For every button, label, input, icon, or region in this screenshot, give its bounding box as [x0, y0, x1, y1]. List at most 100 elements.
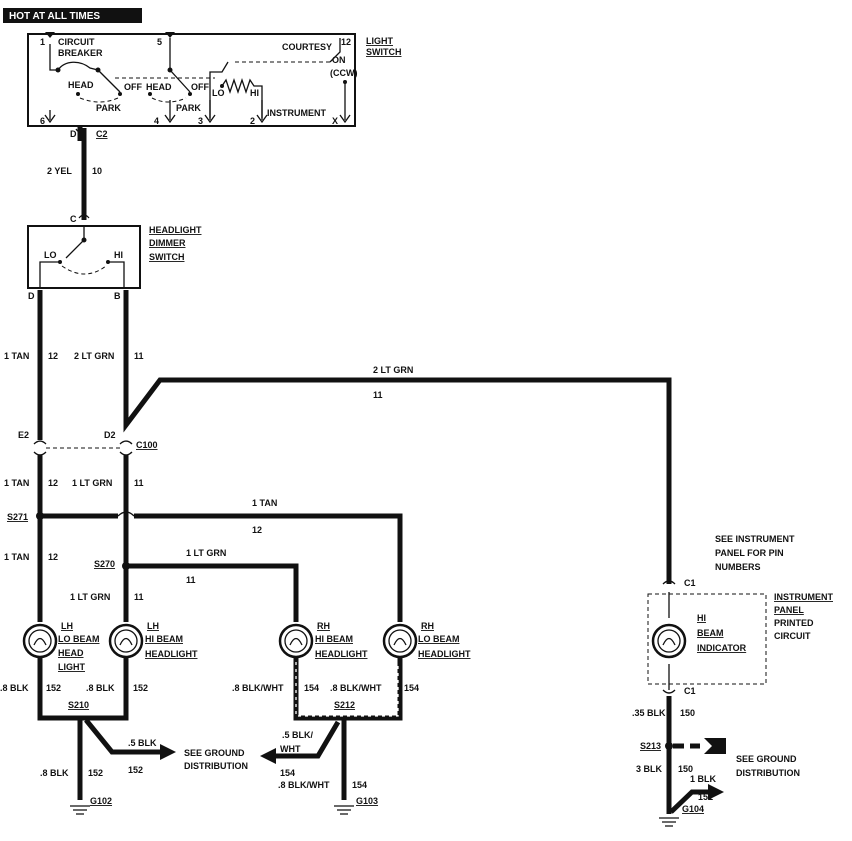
c100-e2: E2 — [18, 430, 29, 440]
ls-hi: HI — [250, 88, 259, 98]
ip-ind-1: HI — [697, 613, 706, 623]
ip-see-2: DISTRIBUTION — [736, 768, 800, 778]
lamp-rh-lo-3: HEADLIGHT — [418, 649, 471, 659]
ip-conn-bottom-arc — [662, 689, 676, 694]
ls-conn-d: D — [70, 129, 77, 139]
dimmer-hi-wire — [108, 261, 125, 288]
hot-label: HOT AT ALL TIMES — [9, 11, 100, 22]
ls-blade-1 — [97, 69, 121, 93]
gl-see-1: SEE GROUND — [184, 748, 245, 758]
wire-ltgrn-upper — [123, 290, 672, 584]
gm-w1-circuit: 154 — [304, 683, 319, 693]
light-switch-box — [27, 33, 356, 127]
dimmer-title-3: SWITCH — [149, 252, 185, 262]
gl-w4-circuit: 152 — [88, 768, 103, 778]
ls-head-2: HEAD — [146, 82, 172, 92]
s270-label: S270 — [94, 559, 115, 569]
dimmer-lo-wire — [39, 261, 60, 288]
dimmer-pin-b: B — [114, 291, 121, 301]
lamp-rh-lo — [382, 623, 418, 659]
c100-d2: D2 — [104, 430, 116, 440]
ip-title-4: CIRCUIT — [774, 631, 811, 641]
ip-note-3: NUMBERS — [715, 562, 761, 572]
lamp-lh-lo-2: LO BEAM — [58, 634, 100, 644]
dimmer-title-2: DIMMER — [149, 238, 186, 248]
lamp-rh-hi-3: HEADLIGHT — [315, 649, 368, 659]
wire-ltgrn-cross — [126, 563, 299, 622]
ls-park-arc-2 — [151, 97, 187, 103]
wire-top-circuit: 11 — [373, 390, 383, 400]
ip-w3-circuit: 151 — [698, 792, 713, 802]
lamp-rh-hi-1: RH — [317, 621, 330, 631]
ls-arrow-1 — [45, 32, 55, 38]
wire-blk-152-pair — [37, 658, 129, 721]
gl-w2-gauge: .8 BLK — [86, 683, 115, 693]
s212-label: S212 — [334, 700, 355, 710]
ls-rheostat — [221, 77, 263, 118]
ls-pin-2: 2 — [250, 116, 255, 126]
g103-label: G103 — [356, 796, 378, 806]
ls-off-1: OFF — [124, 82, 142, 92]
ground-symbol-g104 — [659, 817, 679, 827]
lamp-lh-hi-2: HI BEAM — [145, 634, 183, 644]
dimmer-lo: LO — [44, 250, 57, 260]
wire-tan2-gauge: 1 TAN — [4, 552, 29, 562]
gm-w2-gauge: .8 BLK/WHT — [330, 683, 382, 693]
gm-w3-circuit: 154 — [280, 768, 295, 778]
ls-instrument: INSTRUMENT — [267, 108, 326, 118]
gm-w4-circuit: 154 — [352, 780, 367, 790]
wire-tan-cross-gauge: 1 TAN — [252, 498, 277, 508]
wire-tan-mid-gauge: 1 TAN — [4, 478, 29, 488]
ls-pin-12: 12 — [341, 37, 351, 47]
ls-contact-5 — [167, 67, 173, 73]
wire-ltgrn-cross-gauge: 1 LT GRN — [186, 548, 226, 558]
wire-tan-upper-circuit: 12 — [48, 351, 58, 361]
wire-ltgrn-mid-gauge: 1 LT GRN — [72, 478, 112, 488]
wire-yel-gauge: 2 YEL — [47, 166, 72, 176]
ls-contact-6 — [188, 92, 192, 96]
ip-arrow-1 — [704, 738, 726, 754]
ip-note-1: SEE INSTRUMENT — [715, 534, 795, 544]
lamp-lh-lo-3: HEAD — [58, 648, 84, 658]
dimmer-title-1: HEADLIGHT — [149, 225, 202, 235]
ip-arrow-2 — [708, 784, 724, 800]
dimmer-conn-c: C — [70, 214, 77, 224]
wire-ltgrn-mid-circuit: 11 — [134, 478, 144, 488]
wire-top-gauge: 2 LT GRN — [373, 365, 413, 375]
wire-tan2-circuit: 12 — [48, 552, 58, 562]
gl-w4-gauge: .8 BLK — [40, 768, 69, 778]
wire-ltgrn2-gauge: 1 LT GRN — [70, 592, 110, 602]
dimmer-arc — [61, 265, 107, 275]
wire-blkwht-154-dist — [276, 720, 341, 759]
ls-contact-1 — [55, 67, 61, 73]
wire-ltgrn-upper-circuit: 11 — [134, 351, 144, 361]
ls-park-1: PARK — [96, 103, 121, 113]
wire-blk-151 — [669, 789, 708, 814]
indicator-lamp — [651, 623, 687, 659]
ls-pin-stubs — [49, 100, 263, 120]
ls-off-2: OFF — [191, 82, 209, 92]
ls-park-2: PARK — [176, 103, 201, 113]
gl-w2-circuit: 152 — [133, 683, 148, 693]
ls-pin-x: X — [332, 116, 338, 126]
ip-conn-top-arc — [662, 580, 676, 585]
ip-dashed-box — [647, 593, 767, 685]
ls-lo: LO — [212, 88, 225, 98]
wire-ltgrn-upper-gauge: 2 LT GRN — [74, 351, 114, 361]
gl-w1-gauge: .8 BLK — [0, 683, 29, 693]
s271-label: S271 — [7, 512, 28, 522]
g102-label: G102 — [90, 796, 112, 806]
ls-ccw: (CCW) — [330, 68, 358, 78]
s210-label: S210 — [68, 700, 89, 710]
wire-ltgrn2-circuit: 11 — [134, 592, 144, 602]
ls-head-1: HEAD — [68, 80, 94, 90]
splice-s213 — [665, 742, 673, 750]
ls-circuit-2: BREAKER — [58, 48, 103, 58]
c100-name: C100 — [136, 440, 158, 450]
ground-symbol-g102 — [70, 805, 90, 815]
wire-blkwht-stripe — [295, 662, 399, 717]
s213-label: S213 — [640, 741, 661, 751]
ip-note-2: PANEL FOR PIN — [715, 548, 784, 558]
ip-title-3: PRINTED — [774, 618, 814, 628]
ls-pin-5: 5 — [157, 37, 162, 47]
